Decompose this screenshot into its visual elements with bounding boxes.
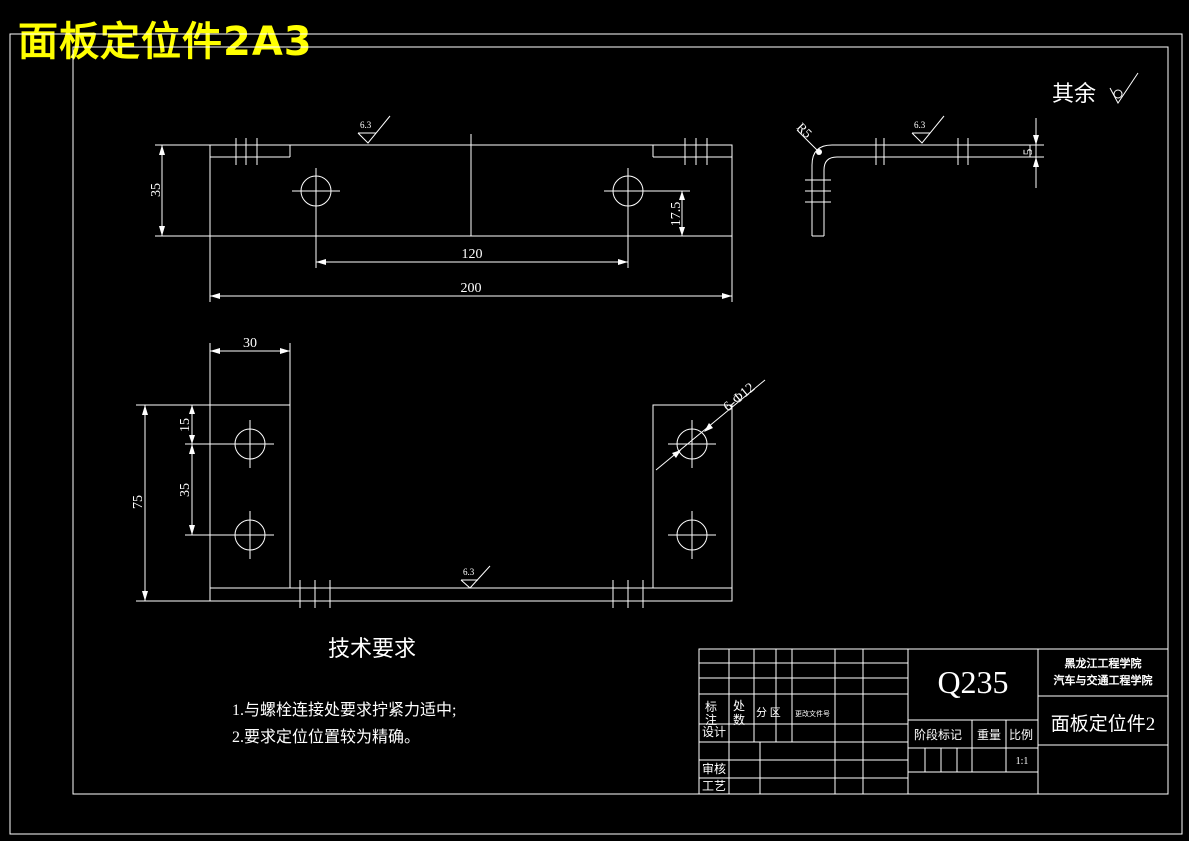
dim-120: 120 bbox=[462, 247, 483, 262]
dim-17-5: 17.5 bbox=[669, 202, 684, 227]
tech-requirements: 技术要求 1.与螺栓连接处要求拧紧力适中; 2.要求定位位置较为精确。 bbox=[232, 636, 456, 746]
tech-item-1: 1.与螺栓连接处要求拧紧力适中; bbox=[232, 701, 456, 719]
dim-height-35: 35 bbox=[149, 183, 164, 197]
dim-15: 15 bbox=[178, 418, 193, 432]
dim-30: 30 bbox=[243, 336, 257, 351]
school-line2: 汽车与交通工程学院 bbox=[1054, 673, 1153, 687]
dim-thickness-5: 5 bbox=[1020, 149, 1035, 156]
roughness-value: 6.3 bbox=[463, 567, 475, 577]
dim-holes: 6-Φ12 bbox=[721, 380, 758, 415]
roughness-value: 6.3 bbox=[914, 120, 926, 130]
roughness-symbol-icon bbox=[460, 565, 491, 589]
surface-note-text: 其余 bbox=[1052, 81, 1096, 106]
front-view: 6.3 35 17.5 120 200 bbox=[149, 115, 733, 302]
label-design: 设计 bbox=[702, 725, 726, 739]
roughness-circle-icon bbox=[1113, 89, 1123, 99]
label-count: 处 bbox=[733, 699, 745, 713]
dim-75: 75 bbox=[131, 495, 146, 509]
dim-35-pitch: 35 bbox=[178, 483, 193, 497]
scale-value: 1:1 bbox=[1016, 756, 1029, 767]
label-count2: 数 bbox=[733, 712, 745, 727]
label-scale: 比例 bbox=[1009, 728, 1033, 742]
label-process: 工艺 bbox=[702, 779, 726, 793]
tech-heading: 技术要求 bbox=[328, 636, 416, 661]
outer-border bbox=[9, 33, 1183, 835]
dim-200: 200 bbox=[461, 281, 482, 296]
surface-note: 其余 bbox=[1052, 72, 1139, 106]
label-review: 审核 bbox=[702, 761, 726, 776]
roughness-symbol-icon bbox=[357, 115, 391, 144]
school-line1: 黑龙江工程学院 bbox=[1065, 656, 1142, 670]
drawing-title: 面板定位件2A3 bbox=[18, 19, 313, 65]
label-mark: 标 bbox=[705, 700, 717, 714]
label-zone: 分 区 bbox=[756, 706, 781, 719]
roughness-symbol-icon bbox=[1109, 72, 1139, 104]
part-name: 面板定位件2 bbox=[1051, 713, 1156, 735]
material-text: Q235 bbox=[937, 664, 1008, 700]
label-mark2: 注 bbox=[705, 712, 717, 727]
dim-r5: R5 bbox=[794, 120, 815, 141]
roughness-symbol-icon bbox=[911, 115, 945, 144]
label-weight: 重量 bbox=[977, 728, 1001, 742]
roughness-value: 6.3 bbox=[360, 120, 372, 130]
plan-view: 6.3 30 75 15 35 6-Φ12 bbox=[131, 336, 766, 608]
label-stage: 阶段标记 bbox=[914, 727, 962, 742]
tech-item-2: 2.要求定位位置较为精确。 bbox=[232, 728, 420, 746]
side-view: R5 6.3 5 bbox=[794, 115, 1044, 237]
inner-frame bbox=[72, 46, 1169, 795]
title-block: Q235 黑龙江工程学院 汽车与交通工程学院 面板定位件2 标 注 处 数 分 … bbox=[698, 648, 1169, 795]
label-doc: 更改文件号 bbox=[795, 709, 830, 718]
